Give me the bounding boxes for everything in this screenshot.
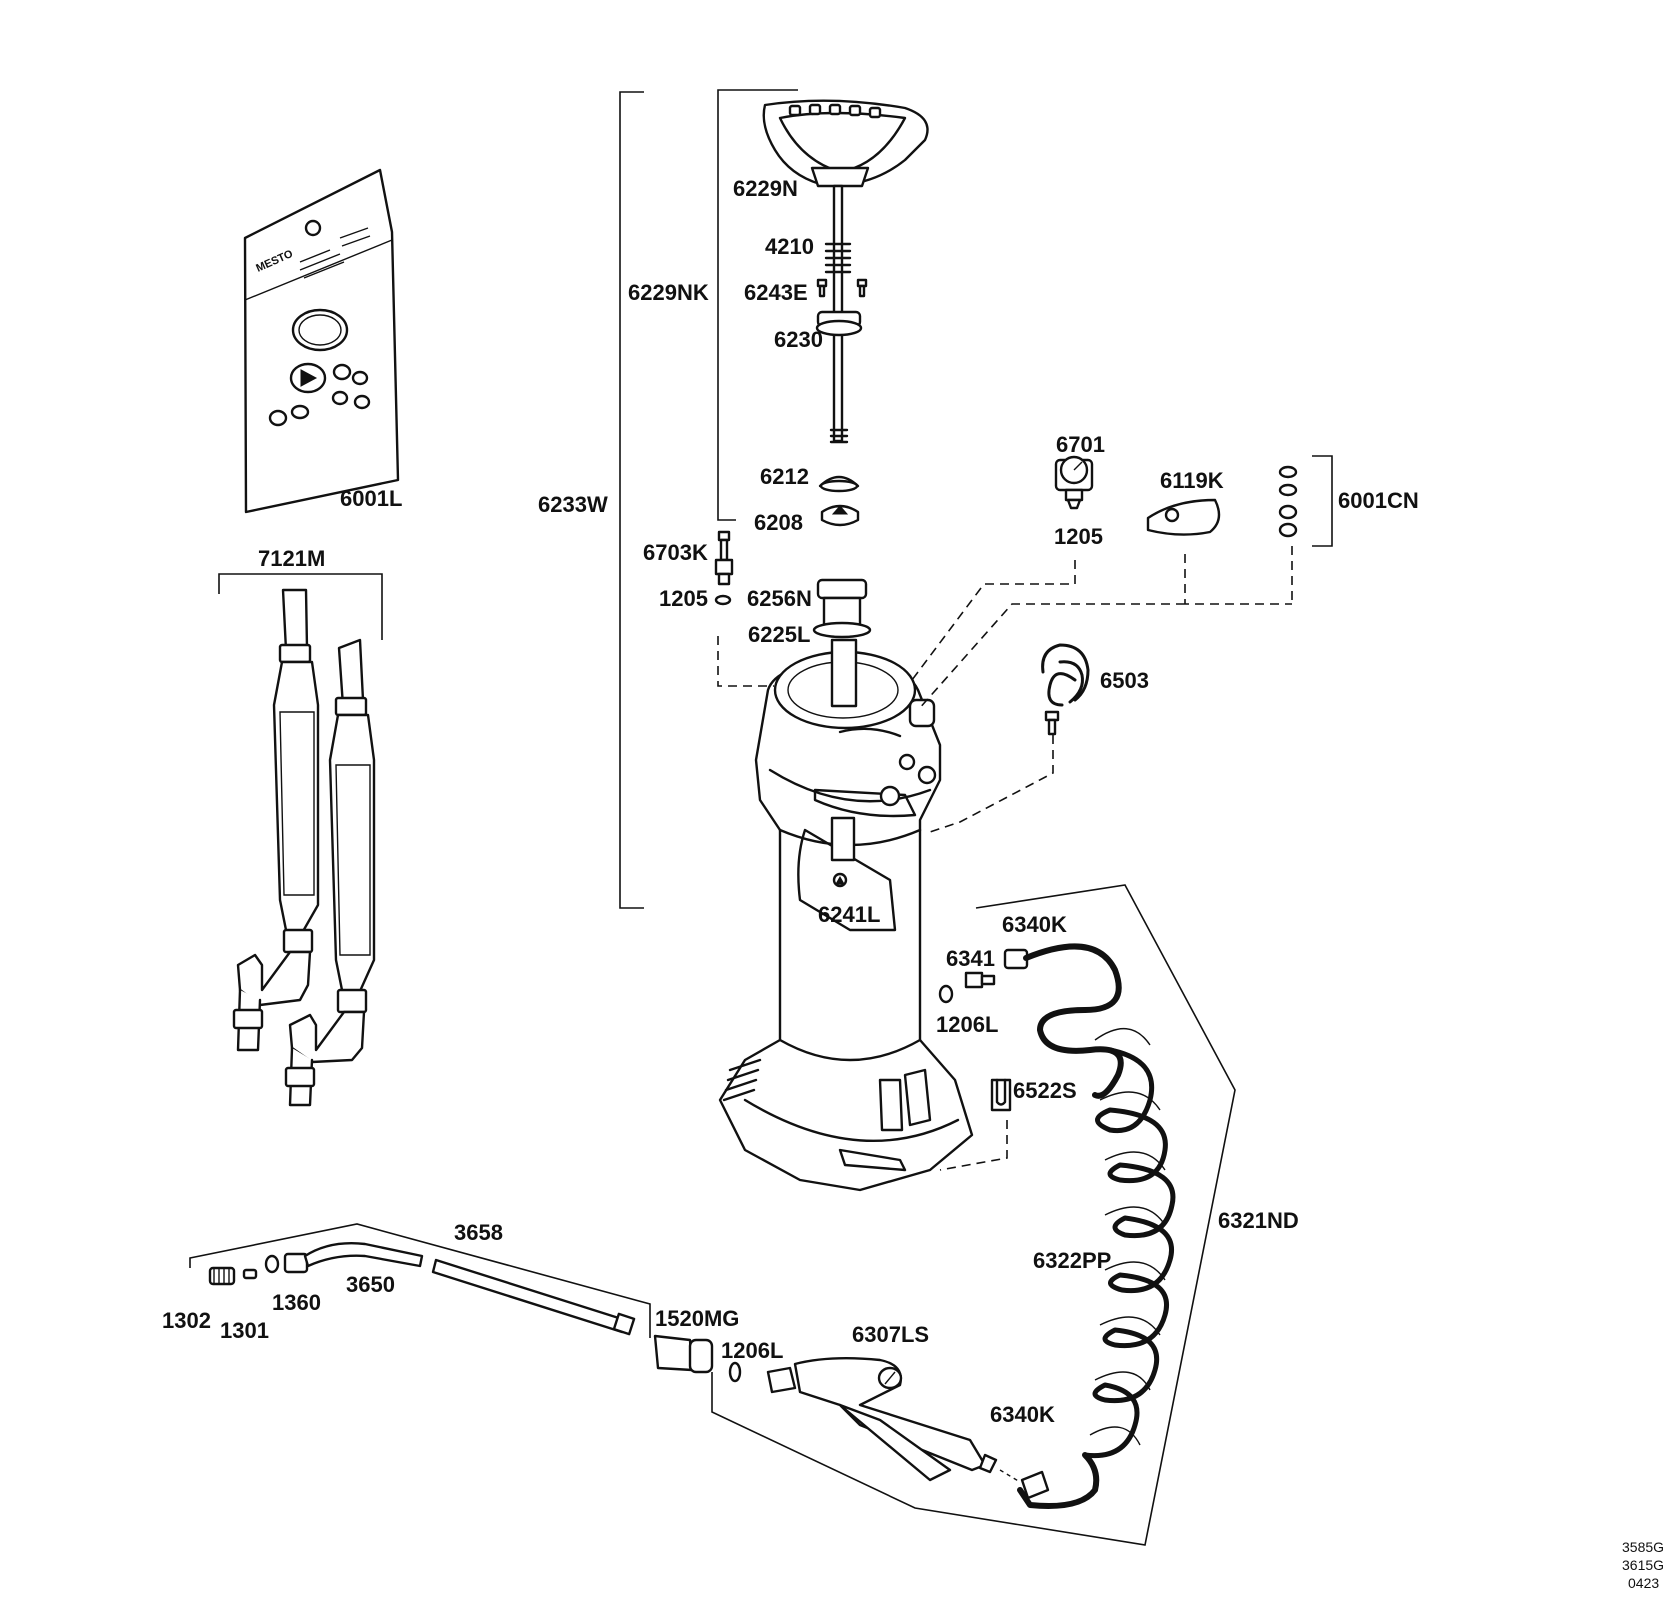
- label-6321ND: 6321ND: [1218, 1208, 1299, 1233]
- connector-6522S: [939, 1120, 1008, 1171]
- label-7121M: 7121M: [258, 546, 325, 571]
- hose-fittings-6341: [938, 948, 1029, 1004]
- clip-6522S: [990, 1078, 1012, 1112]
- label-1360: 1360: [272, 1290, 321, 1315]
- label-6243E: 6243E: [744, 280, 808, 305]
- outline-6321ND: [711, 884, 1236, 1546]
- label-6225L: 6225L: [748, 622, 810, 647]
- bracket-6233W: [619, 91, 644, 909]
- label-6307LS: 6307LS: [852, 1322, 929, 1347]
- code-1: 3585G: [1622, 1539, 1664, 1555]
- label-6340K-bottom: 6340K: [990, 1402, 1055, 1427]
- label-6340K-top: 6340K: [1002, 912, 1067, 937]
- sprayer-tank: [718, 638, 974, 1192]
- pump-handle: [762, 99, 929, 188]
- label-6701: 6701: [1056, 432, 1105, 457]
- spray-gun-6307LS: [766, 1357, 998, 1482]
- label-6241L: 6241L: [818, 902, 880, 927]
- shoulder-strap-left: [232, 588, 320, 1052]
- label-1205-left: 1205: [659, 586, 708, 611]
- label-6001CN: 6001CN: [1338, 488, 1419, 513]
- label-6208: 6208: [754, 510, 803, 535]
- shoulder-strap-right: [284, 638, 376, 1107]
- label-4210: 4210: [765, 234, 814, 259]
- label-6703K: 6703K: [643, 540, 708, 565]
- valve-6703K: [714, 530, 734, 606]
- nozzle-parts: [208, 1252, 309, 1286]
- connector-6703K: [717, 636, 774, 687]
- label-1301: 1301: [220, 1318, 269, 1343]
- label-3650: 3650: [346, 1272, 395, 1297]
- label-6503: 6503: [1100, 668, 1149, 693]
- connector-6503: [929, 735, 1054, 833]
- bracket-6229NK: [717, 89, 798, 521]
- seal-kit-6001CN: [1278, 465, 1298, 538]
- pressure-gauge-6701: [1054, 455, 1094, 510]
- label-3658: 3658: [454, 1220, 503, 1245]
- label-6233W: 6233W: [538, 492, 608, 517]
- plate-6119K: [1146, 498, 1221, 536]
- label-6229NK: 6229NK: [628, 280, 709, 305]
- seal-kit-package: MESTO: [243, 168, 400, 514]
- coiled-hose: [1017, 943, 1176, 1509]
- label-6341: 6341: [946, 946, 995, 971]
- bracket-7121M: [218, 573, 383, 640]
- label-6229N: 6229N: [733, 176, 798, 201]
- label-1520MG: 1520MG: [655, 1306, 739, 1331]
- code-3: 0423: [1628, 1575, 1659, 1591]
- hook-6503: [1041, 643, 1090, 736]
- label-1206L-right: 1206L: [936, 1012, 998, 1037]
- label-6001L: 6001L: [340, 486, 402, 511]
- lance-tube: [303, 1242, 636, 1336]
- code-2: 3615G: [1622, 1557, 1664, 1573]
- screws-6243E: [816, 278, 868, 298]
- adapter-1520MG: [653, 1334, 742, 1383]
- pump-cylinder-top: [812, 578, 872, 639]
- pump-rod: [815, 184, 863, 527]
- label-6230: 6230: [774, 327, 823, 352]
- outline-3650: [189, 1223, 651, 1338]
- label-1206L-left: 1206L: [721, 1338, 783, 1363]
- label-1205-right: 1205: [1054, 524, 1103, 549]
- bracket-6001CN: [1312, 455, 1333, 547]
- label-6212: 6212: [760, 464, 809, 489]
- label-1302: 1302: [162, 1308, 211, 1333]
- label-6322PP: 6322PP: [1033, 1248, 1111, 1273]
- label-6256N: 6256N: [747, 586, 812, 611]
- connector-6701-6119K-6001CN: [911, 546, 1293, 711]
- label-6522S: 6522S: [1013, 1078, 1077, 1103]
- hose-end-fitting: [999, 1469, 1050, 1500]
- label-6119K: 6119K: [1160, 468, 1224, 493]
